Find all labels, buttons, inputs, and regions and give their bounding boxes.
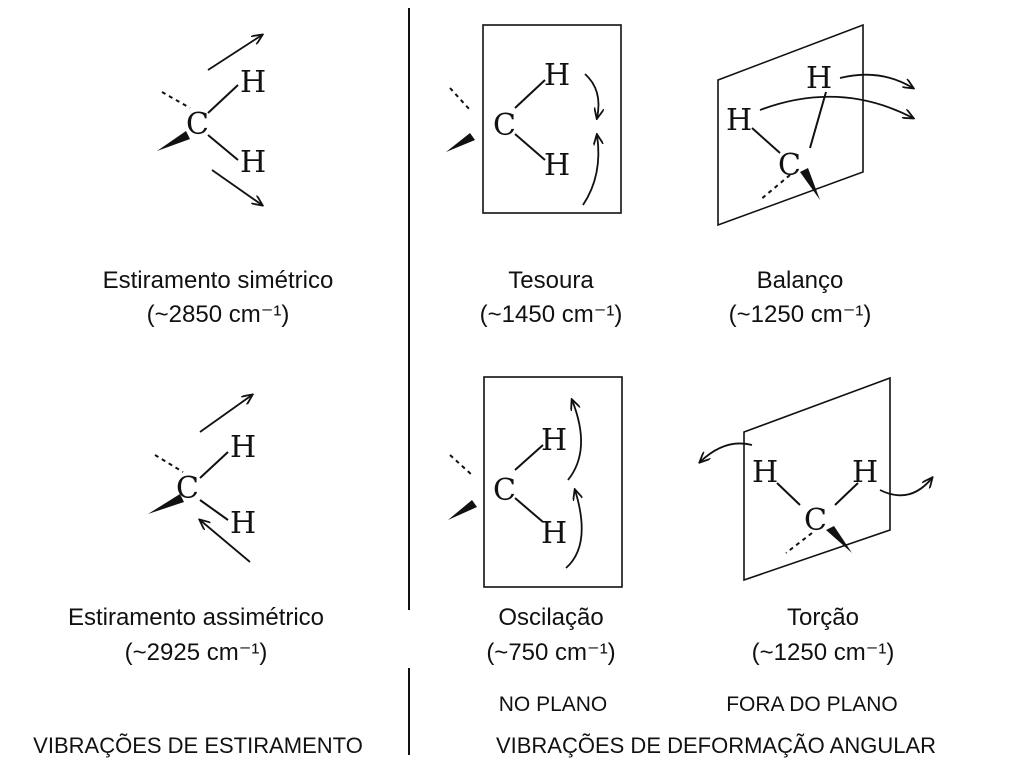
arrow-icon: [207, 35, 262, 71]
plane-frame: [482, 24, 622, 214]
molecule-twisting: C H H: [700, 376, 932, 582]
hydrogen-atom: H: [240, 65, 266, 100]
plane-frame: [743, 376, 891, 582]
carbon-atom: C: [176, 471, 199, 506]
curved-arrow-icon: [759, 95, 913, 118]
arrow-icon: [211, 169, 262, 205]
hydrogen-atom: H: [541, 516, 567, 551]
hydrogen-atom: H: [852, 455, 878, 490]
curved-arrow-icon: [582, 135, 598, 206]
molecule-wagging: C H H: [717, 23, 913, 227]
curved-arrow-icon: [567, 400, 582, 481]
hydrogen-atom: H: [230, 506, 256, 541]
label-rocking: Oscilação: [498, 604, 603, 631]
curved-arrow-icon: [584, 73, 599, 118]
heading-bending: VIBRAÇÕES DE DEFORMAÇÃO ANGULAR: [496, 733, 936, 758]
caption-in-plane: NO PLANO: [499, 693, 608, 716]
label-asymmetric-stretch: Estiramento assimétrico: [68, 604, 324, 631]
hydrogen-atom: H: [752, 455, 778, 490]
curved-arrow-icon: [565, 490, 582, 569]
molecule-rocking: C H H: [448, 376, 623, 588]
plane-frame: [717, 23, 864, 227]
label-symmetric-stretch: Estiramento simétrico: [103, 267, 334, 294]
hydrogen-atom: H: [230, 430, 256, 465]
curved-arrow-icon: [700, 442, 753, 462]
label-wagging: Balanço: [757, 267, 844, 294]
hydrogen-atom: H: [806, 61, 832, 96]
arrow-icon: [199, 395, 252, 433]
plane-frame: [483, 376, 623, 588]
hydrogen-atom: H: [726, 103, 752, 138]
molecule-symmetric-stretch: C H H: [157, 35, 266, 205]
freq-asymmetric-stretch: (~2925 cm⁻¹): [125, 639, 268, 666]
hydrogen-atom: H: [544, 148, 570, 183]
hydrogen-atom: H: [544, 58, 570, 93]
label-scissoring: Tesoura: [508, 267, 594, 294]
molecule-asymmetric-stretch: C H H: [148, 395, 256, 563]
curved-arrow-icon: [839, 73, 913, 88]
carbon-atom: C: [493, 473, 516, 508]
freq-wagging: (~1250 cm⁻¹): [729, 301, 872, 328]
label-twisting: Torção: [787, 604, 859, 631]
molecule-scissoring: C H H: [446, 24, 622, 214]
carbon-atom: C: [186, 107, 209, 142]
freq-twisting: (~1250 cm⁻¹): [752, 639, 895, 666]
hydrogen-atom: H: [541, 423, 567, 458]
freq-rocking: (~750 cm⁻¹): [486, 639, 615, 666]
curved-arrow-icon: [879, 478, 932, 497]
carbon-atom: C: [804, 503, 827, 538]
heading-stretching: VIBRAÇÕES DE ESTIRAMENTO: [33, 733, 363, 758]
arrow-icon: [200, 520, 251, 563]
carbon-atom: C: [778, 148, 801, 183]
caption-out-of-plane: FORA DO PLANO: [726, 693, 898, 716]
hydrogen-atom: H: [240, 145, 266, 180]
carbon-atom: C: [493, 108, 516, 143]
freq-symmetric-stretch: (~2850 cm⁻¹): [147, 301, 290, 328]
freq-scissoring: (~1450 cm⁻¹): [480, 301, 623, 328]
